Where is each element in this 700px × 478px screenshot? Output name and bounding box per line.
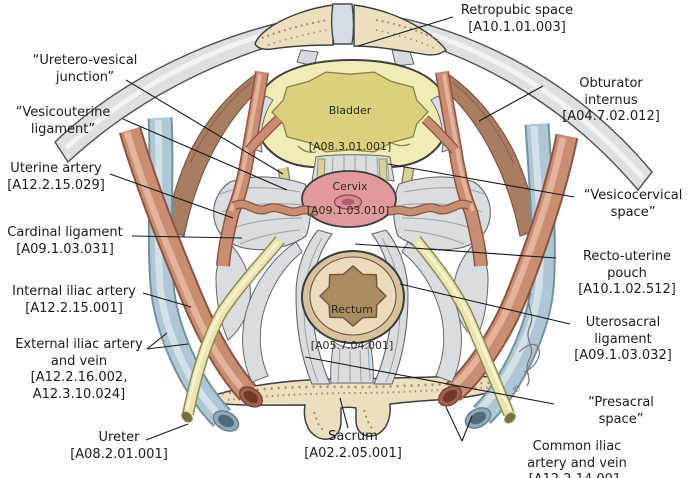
label-bladder: Bladder [A08.3.01.001] — [309, 84, 392, 174]
internal-iliac-artery-right — [421, 70, 488, 267]
rectum-mucosa — [319, 265, 387, 327]
label-internal-iliac-artery: Internal iliac artery [A12.2.15.001] — [12, 284, 136, 316]
label-cervix-name: Cervix — [332, 180, 368, 193]
leader-uterine-artery — [109, 173, 234, 219]
uterine-artery-right — [386, 199, 473, 217]
bladder-name: Bladder — [328, 104, 372, 117]
label-rectum: Rectum [A05.7.04.001] — [311, 283, 394, 373]
label-vesicouterine-ligament: “Vesicouterine ligament” — [15, 105, 111, 137]
label-external-iliac-artery-vein: External iliac artery and vein [A12.2.16… — [15, 337, 143, 402]
common-iliac-vein-right — [464, 123, 556, 429]
label-uterine-artery: Uterine artery [A12.2.15.029] — [7, 161, 105, 193]
common-iliac-artery-right — [438, 133, 579, 407]
leader-external-iliac-artery — [146, 332, 168, 350]
label-ureterovesical-junction: “Uretero-vesical junction” — [32, 53, 138, 85]
label-obturator-internus: Obturator internus [A04.7.02.012] — [562, 76, 660, 124]
leader-presacral-space — [304, 356, 555, 405]
leader-obturator-internus — [478, 85, 544, 122]
leader-vesicouterine-ligament — [122, 118, 288, 191]
rectum-code: [A05.7.04.001] — [310, 339, 394, 352]
ureter-right — [411, 236, 516, 424]
leader-common-iliac-artery — [445, 406, 463, 442]
leader-vesicocervical-space — [387, 163, 575, 198]
label-vesicocervical-space: “Vesicocervical space” — [583, 188, 683, 220]
label-uterosacral-ligament: Uterosacral ligament [A09.1.03.032] — [574, 315, 672, 363]
label-retropubic-space: Retropubic space [A10.1.01.003] — [460, 3, 574, 35]
leader-retropubic-space — [357, 16, 454, 47]
leader-ureterovesical-junction — [125, 79, 284, 175]
leader-common-iliac-vein — [461, 415, 473, 442]
leader-cardinal-ligament — [131, 235, 243, 239]
label-presacral-space: “Presacral space” — [588, 395, 654, 427]
leader-internal-iliac-artery — [142, 292, 192, 308]
rectum-name: Rectum — [331, 303, 373, 316]
pubic-bone — [254, 3, 447, 67]
label-common-iliac-artery-vein: Common iliac artery and vein [A12.2.14.0… — [527, 439, 627, 478]
ureter-left — [181, 236, 285, 423]
uterine-artery-left — [231, 199, 318, 217]
label-cardinal-ligament: Cardinal ligament [A09.1.03.031] — [7, 225, 123, 257]
leader-recto-uterine-pouch — [354, 243, 557, 259]
leader-uterosacral-ligament — [399, 283, 571, 325]
label-ureter: Ureter [A08.2.01.001] — [70, 430, 168, 462]
leader-lines — [109, 16, 575, 442]
label-recto-uterine-pouch: Recto-uterine pouch [A10.1.02.512] — [578, 249, 676, 297]
signature-copyright: © — [512, 385, 521, 395]
pubic-bone-right-wing — [353, 4, 447, 56]
pubic-bone-left-wing — [254, 4, 334, 51]
cervix-shape — [301, 170, 397, 228]
leader-sacrum — [339, 397, 349, 429]
external-iliac-artery-left — [118, 126, 263, 408]
leader-external-iliac-vein — [146, 343, 189, 350]
label-sacrum: Sacrum [A02.2.05.001] — [304, 429, 402, 461]
bladder-code: [A08.3.01.001] — [308, 140, 392, 153]
pubic-symphysis — [330, 3, 355, 45]
label-cervix-code: [A09.1.03.010] — [306, 204, 390, 217]
rectum-shape — [301, 250, 405, 344]
leader-ureter — [145, 423, 189, 441]
artist-signature: © — [512, 292, 540, 395]
